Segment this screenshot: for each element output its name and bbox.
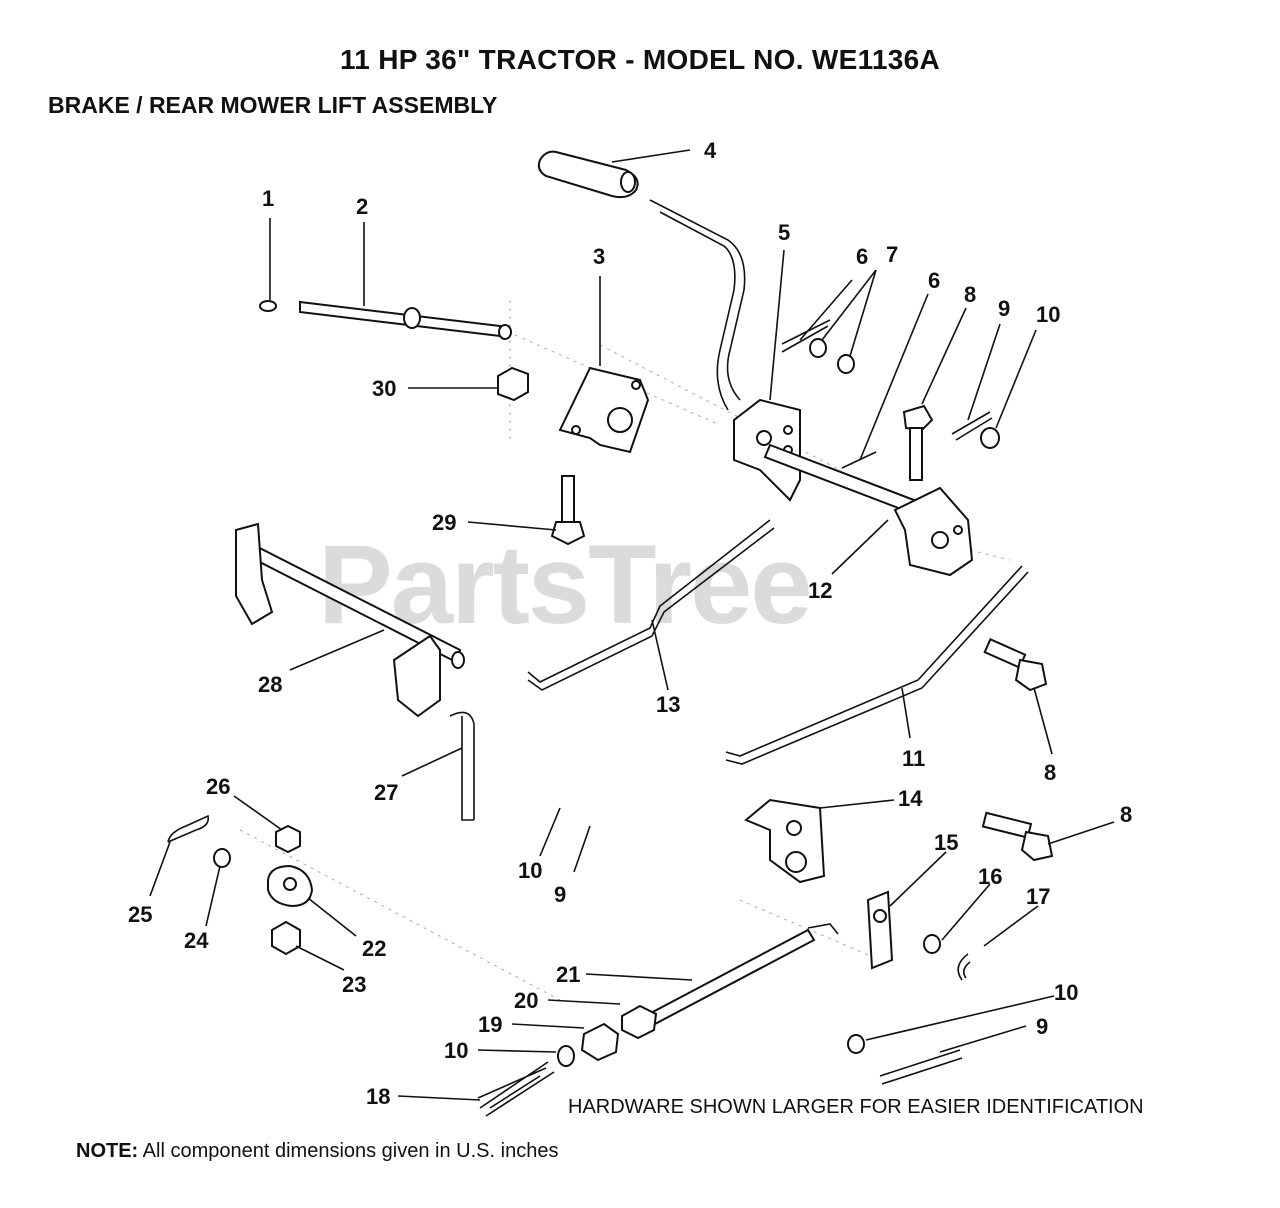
callout-30: 30 <box>372 376 396 401</box>
callout-15: 15 <box>934 830 958 855</box>
callout-11: 11 <box>902 746 925 771</box>
part-28-cross-shaft <box>235 522 465 718</box>
part-3-mount-bracket <box>558 366 650 454</box>
callout-17: 17 <box>1026 884 1050 909</box>
part-15-plate <box>866 890 894 970</box>
part-22-joint <box>267 864 314 908</box>
callout-27: 27 <box>374 780 398 805</box>
part-16-washer <box>923 934 941 954</box>
part-17-e-clip <box>957 953 971 981</box>
part-6-cotter-pin-2 <box>841 451 877 469</box>
part-8-bolt-mid <box>983 637 1048 692</box>
assembly-subtitle: BRAKE / REAR MOWER LIFT ASSEMBLY <box>48 92 498 118</box>
leader-lines <box>149 149 1115 1101</box>
callout-7: 7 <box>886 242 898 267</box>
callout-22: 22 <box>362 936 386 961</box>
callout-8b: 8 <box>1044 760 1056 785</box>
callout-18: 18 <box>366 1084 390 1109</box>
part-9-cotter-pin <box>951 411 993 441</box>
part-20-nut <box>621 1004 658 1040</box>
part-12-right-bracket <box>893 486 974 577</box>
callout-3: 3 <box>593 244 605 269</box>
part-7-washer-2 <box>837 354 855 374</box>
callout-10: 10 <box>1036 302 1060 327</box>
callout-6b: 6 <box>928 268 940 293</box>
part-9-cotter-pin-right <box>879 1049 963 1085</box>
callout-14: 14 <box>898 786 923 811</box>
part-26-nut <box>275 824 301 854</box>
callout-9b: 9 <box>554 882 566 907</box>
part-19-nut <box>580 1022 620 1062</box>
callout-10b: 10 <box>518 858 542 883</box>
callout-4: 4 <box>704 138 717 163</box>
callout-10c: 10 <box>1054 980 1078 1005</box>
part-13-lift-link <box>527 519 775 691</box>
callout-labels: 1 2 3 4 5 6 7 6 8 9 10 30 29 12 13 28 11… <box>128 138 1132 1109</box>
callout-28: 28 <box>258 672 282 697</box>
callout-10d: 10 <box>444 1038 468 1063</box>
callout-24: 24 <box>184 928 209 953</box>
callout-23: 23 <box>342 972 366 997</box>
callout-25: 25 <box>128 902 152 927</box>
part-10-washer-right <box>847 1034 865 1054</box>
page-title: 11 HP 36" TRACTOR - MODEL NO. WE1136A <box>339 44 941 75</box>
callout-13: 13 <box>656 692 680 717</box>
callout-26: 26 <box>206 774 230 799</box>
callout-29: 29 <box>432 510 456 535</box>
part-29-bolt <box>550 475 586 546</box>
part-18-spring <box>477 1061 555 1117</box>
part-30-hex-nut <box>497 366 529 402</box>
part-1-cotter <box>259 300 277 312</box>
callout-16: 16 <box>978 864 1002 889</box>
part-23-nut <box>271 920 301 956</box>
part-10-washer <box>980 427 1000 449</box>
note-prefix: NOTE: <box>76 1140 139 1162</box>
part-11-lift-link <box>725 565 1029 765</box>
callout-8c: 8 <box>1120 802 1132 827</box>
part-25-clip <box>167 814 210 843</box>
note-text: All component dimensions given in U.S. i… <box>142 1140 559 1162</box>
callout-19: 19 <box>478 1012 502 1037</box>
callout-12: 12 <box>808 578 832 603</box>
part-8-bolt-low <box>981 811 1054 862</box>
dimensions-note: NOTE: All component dimensions given in … <box>76 1140 558 1163</box>
hardware-note: HARDWARE SHOWN LARGER FOR EASIER IDENTIF… <box>568 1096 1144 1118</box>
part-27-j-bolt <box>449 711 475 821</box>
part-10-washer-low <box>557 1045 575 1067</box>
part-8-bolt-top <box>902 404 934 481</box>
part-4-handle-grip <box>537 150 639 199</box>
callout-21: 21 <box>556 962 580 987</box>
part-5-lift-handle-rod <box>649 199 746 411</box>
callout-8: 8 <box>964 282 976 307</box>
part-14-bracket <box>744 798 826 884</box>
callout-9c: 9 <box>1036 1014 1048 1039</box>
callout-1: 1 <box>262 186 274 211</box>
callout-2: 2 <box>356 194 368 219</box>
callout-9: 9 <box>998 296 1010 321</box>
callout-6: 6 <box>856 244 868 269</box>
part-7-washer <box>809 338 827 358</box>
callout-5: 5 <box>778 220 790 245</box>
part-24-washer <box>213 848 231 868</box>
callout-20: 20 <box>514 988 538 1013</box>
part-2-brake-rod <box>299 300 512 340</box>
